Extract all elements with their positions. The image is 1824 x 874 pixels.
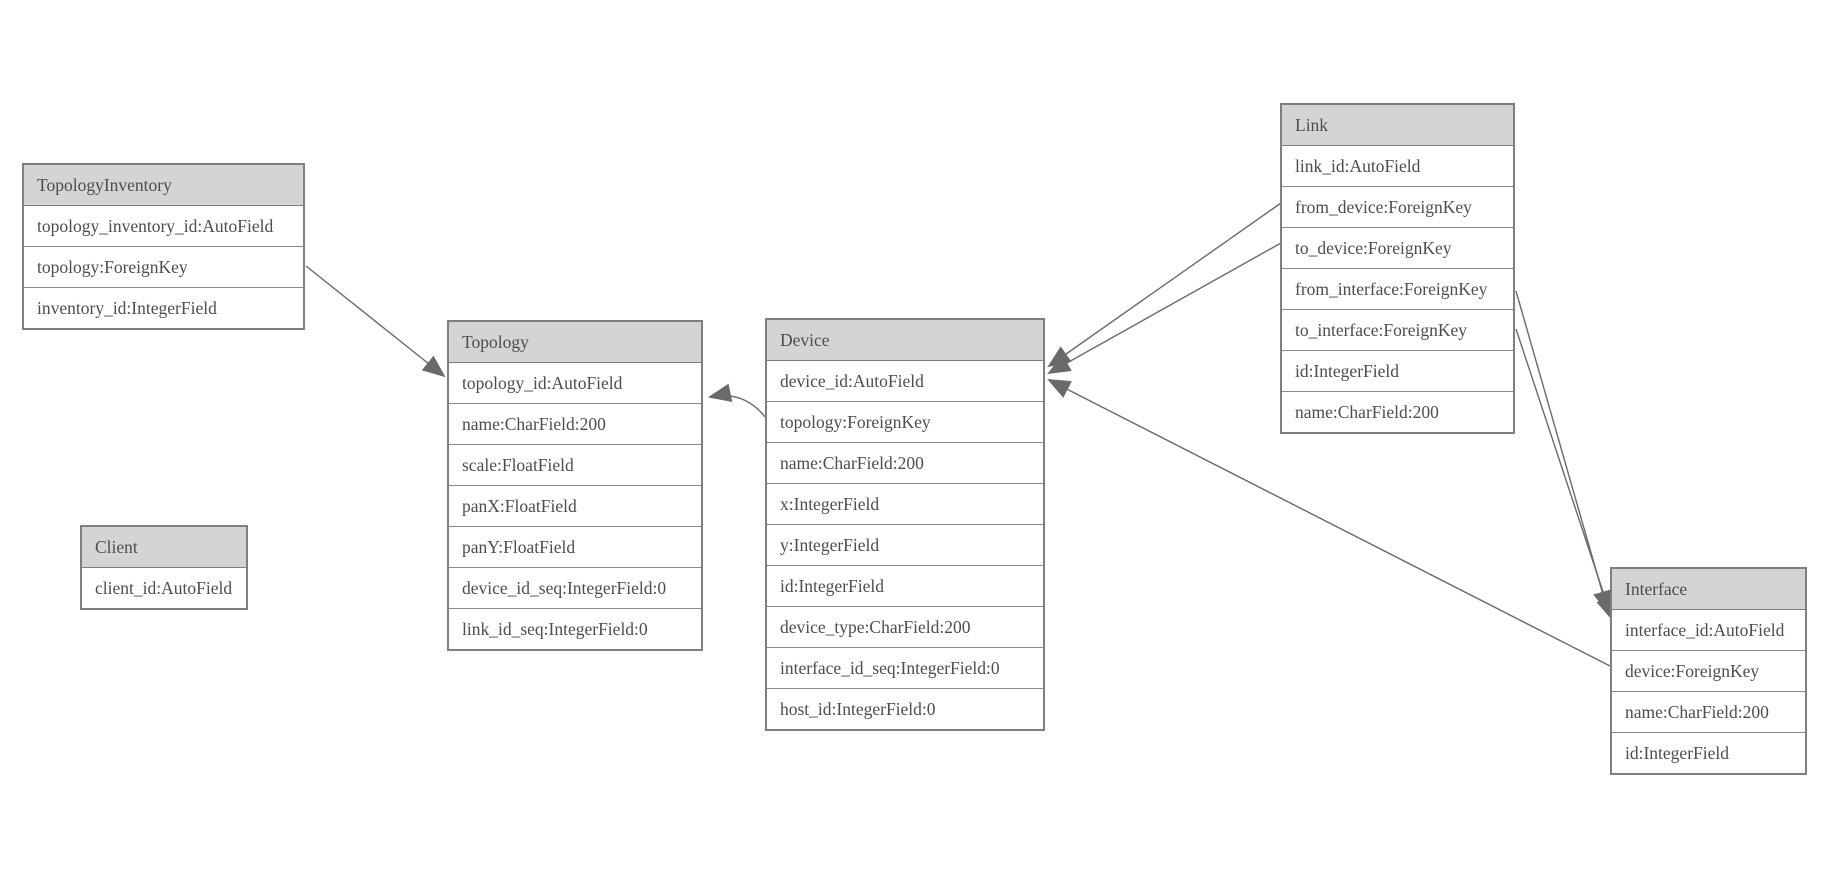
arrow-link-todevice-device <box>1047 242 1282 375</box>
entity-link: Link link_id:AutoField from_device:Forei… <box>1280 103 1515 434</box>
field-row: topology_id:AutoField <box>449 363 701 404</box>
arrow-link-fromdevice-device <box>1047 202 1282 368</box>
field-row: inventory_id:IntegerField <box>24 288 303 328</box>
field-row: client_id:AutoField <box>82 568 246 608</box>
entity-title: Interface <box>1612 569 1805 610</box>
field-row: name:CharField:200 <box>449 404 701 445</box>
entity-title: Client <box>82 527 246 568</box>
entity-interface: Interface interface_id:AutoField device:… <box>1610 567 1807 775</box>
field-row: topology_inventory_id:AutoField <box>24 206 303 247</box>
field-row: scale:FloatField <box>449 445 701 486</box>
field-row: y:IntegerField <box>767 525 1043 566</box>
entity-title: TopologyInventory <box>24 165 303 206</box>
field-row: interface_id_seq:IntegerField:0 <box>767 648 1043 689</box>
field-row: device_id:AutoField <box>767 361 1043 402</box>
field-row: topology:ForeignKey <box>24 247 303 288</box>
entity-device: Device device_id:AutoField topology:Fore… <box>765 318 1045 731</box>
field-row: from_device:ForeignKey <box>1282 187 1513 228</box>
field-row: link_id_seq:IntegerField:0 <box>449 609 701 649</box>
arrow-device-topology <box>707 383 767 419</box>
entity-topologyinventory: TopologyInventory topology_inventory_id:… <box>22 163 305 330</box>
field-row: device_type:CharField:200 <box>767 607 1043 648</box>
field-row: name:CharField:200 <box>767 443 1043 484</box>
field-row: to_interface:ForeignKey <box>1282 310 1513 351</box>
field-row: device_id_seq:IntegerField:0 <box>449 568 701 609</box>
field-row: topology:ForeignKey <box>767 402 1043 443</box>
entity-title: Device <box>767 320 1043 361</box>
entity-title: Link <box>1282 105 1513 146</box>
field-row: x:IntegerField <box>767 484 1043 525</box>
entity-client: Client client_id:AutoField <box>80 525 248 610</box>
field-row: device:ForeignKey <box>1612 651 1805 692</box>
field-row: interface_id:AutoField <box>1612 610 1805 651</box>
entity-title: Topology <box>449 322 701 363</box>
field-row: id:IntegerField <box>1282 351 1513 392</box>
field-row: panX:FloatField <box>449 486 701 527</box>
entity-topology: Topology topology_id:AutoField name:Char… <box>447 320 703 651</box>
field-row: name:CharField:200 <box>1612 692 1805 733</box>
arrow-interface-device <box>1047 379 1611 667</box>
field-row: id:IntegerField <box>767 566 1043 607</box>
field-row: host_id:IntegerField:0 <box>767 689 1043 729</box>
field-row: link_id:AutoField <box>1282 146 1513 187</box>
field-row: panY:FloatField <box>449 527 701 568</box>
field-row: name:CharField:200 <box>1282 392 1513 432</box>
field-row: id:IntegerField <box>1612 733 1805 773</box>
field-row: to_device:ForeignKey <box>1282 228 1513 269</box>
arrow-link-tointerface-interface <box>1515 328 1615 621</box>
arrow-topologyinventory-topology <box>305 265 446 378</box>
field-row: from_interface:ForeignKey <box>1282 269 1513 310</box>
